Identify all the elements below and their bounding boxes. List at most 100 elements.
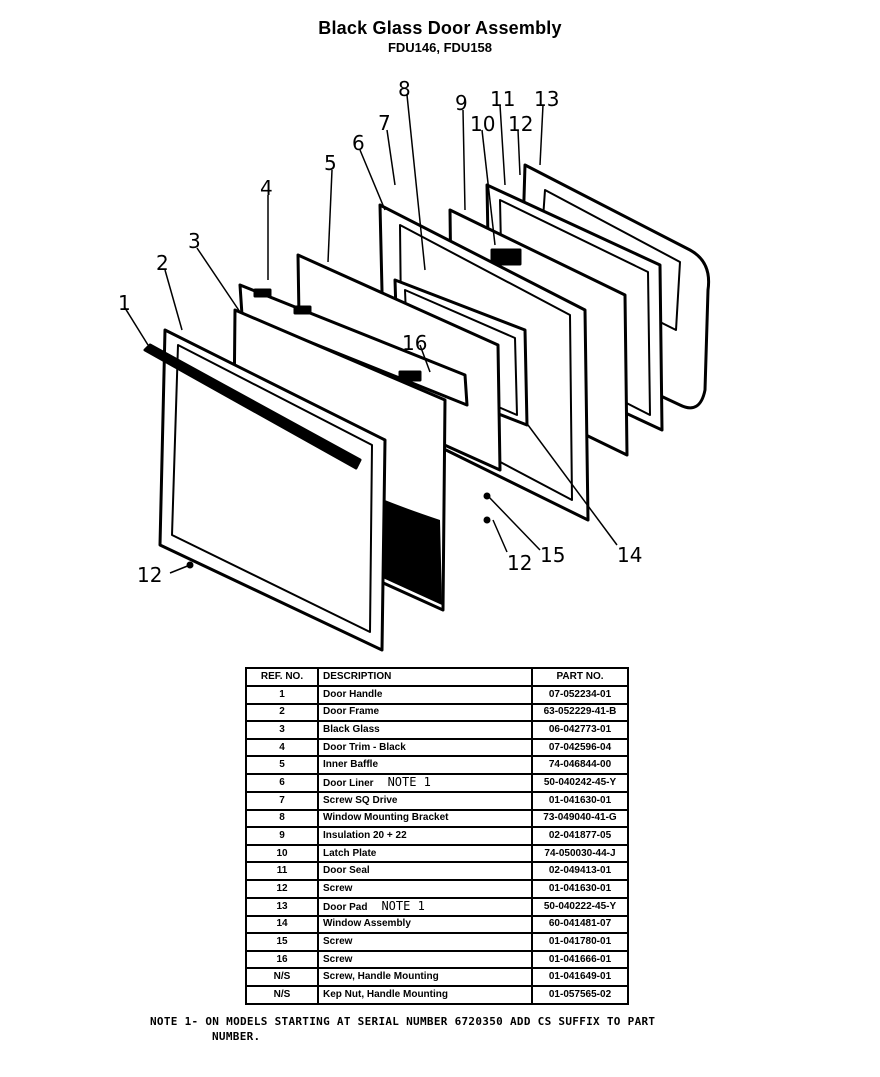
ref-no-cell: 7 [245,790,319,811]
ref-no-cell: 5 [245,755,319,775]
description-cell: Latch Plate [317,843,533,864]
footnote-line2: NUMBER. [212,1030,261,1043]
table-row: 16 Screw 01-041666-01 [245,949,629,970]
description-cell: Screw SQ Drive [317,790,533,811]
part-number-cell: 02-049413-01 [531,861,629,881]
callout-label: 14 [617,543,642,567]
callout-label: 11 [490,87,515,111]
door-frame-part [158,328,387,652]
description-text: Door Frame [323,706,380,718]
leader-lines [124,94,618,574]
description-cell: Door Trim - Black [317,737,533,758]
description-text: Door Trim - Black [323,741,406,753]
description-text: Window Mounting Bracket [323,812,449,824]
part-number-cell: 07-042596-04 [531,737,629,758]
col-header-description: DESCRIPTION [317,667,533,687]
part-number-cell: 01-041666-01 [531,949,629,970]
description-cell: Screw, Handle Mounting [317,967,533,987]
callout-label: 15 [540,543,565,567]
table-row: 14 Window Assembly 60-041481-07 [245,914,629,935]
description-cell: Kep Nut, Handle Mounting [317,984,533,1005]
description-text: Door Handle [323,688,383,700]
part-number-cell: 01-041630-01 [531,878,629,899]
part-number-cell: 50-040242-45-Y [531,772,629,793]
ref-no-cell: N/S [245,984,319,1005]
part-number-cell: 73-049040-41-G [531,808,629,829]
col-header-part-no: PART NO. [531,667,629,687]
screw-markers [186,492,491,569]
part-number-cell: 74-046844-00 [531,755,629,775]
ref-no-cell: N/S [245,967,319,987]
page-title: Black Glass Door Assembly [318,18,562,38]
part-number-cell: 50-040222-45-Y [531,896,629,917]
part-number-cell: 01-041780-01 [531,932,629,952]
callout-label: 1 [118,291,131,315]
footnote: NOTE 1- ON MODELS STARTING AT SERIAL NUM… [150,1014,810,1044]
part-number-cell: 74-050030-44-J [531,843,629,864]
ref-no-cell: 3 [245,720,319,740]
description-text: Kep Nut, Handle Mounting [323,988,448,1000]
part-number-cell: 02-041877-05 [531,826,629,846]
table-row: 6 Door Liner NOTE 1 50-040242-45-Y [245,772,629,793]
ref-no-cell: 1 [245,685,319,705]
callout-label: 5 [324,151,337,175]
door-trim-part [238,283,469,407]
ref-no-cell: 16 [245,949,319,970]
ref-no-cell: 6 [245,772,319,793]
ref-no-cell: 4 [245,737,319,758]
ref-no-cell: 8 [245,808,319,829]
table-row: 3 Black Glass 06-042773-01 [245,720,629,740]
part-number-cell: 60-041481-07 [531,914,629,935]
note-reference: NOTE 1 [381,898,425,913]
callout-label: 13 [534,87,559,111]
part-number-cell: 01-057565-02 [531,984,629,1005]
table-row: 4 Door Trim - Black 07-042596-04 [245,737,629,758]
callout-label: 3 [188,229,201,253]
table-row: 9 Insulation 20 + 22 02-041877-05 [245,826,629,846]
ref-no-cell: 9 [245,826,319,846]
callout-label: 12 [507,551,532,575]
callout-labels: 1 2 3 4 5 6 7 8 9 10 11 12 13 16 12 15 1… [118,77,642,587]
description-text: Door Liner [323,777,374,789]
description-text: Screw [323,935,353,947]
description-text: Screw [323,953,353,965]
description-text: Latch Plate [323,847,377,859]
ref-no-cell: 15 [245,932,319,952]
table-row: 8 Window Mounting Bracket 73-049040-41-G [245,808,629,829]
description-cell: Door Frame [317,702,533,723]
description-text: Screw [323,882,353,894]
ref-no-cell: 13 [245,896,319,917]
description-cell: Door Seal [317,861,533,881]
ref-no-cell: 10 [245,843,319,864]
description-cell: Door Liner NOTE 1 [317,772,533,793]
callout-label: 10 [470,112,495,136]
callout-label: 8 [398,77,411,101]
ref-no-cell: 11 [245,861,319,881]
description-cell: Black Glass [317,720,533,740]
model-numbers: FDU146, FDU158 [387,40,493,55]
description-cell: Window Mounting Bracket [317,808,533,829]
description-cell: Screw [317,932,533,952]
ref-no-cell: 2 [245,702,319,723]
description-text: Window Assembly [323,918,411,930]
note-reference: NOTE 1 [387,774,431,789]
callout-label: 4 [260,176,273,200]
description-text: Inner Baffle [323,759,379,771]
table-row: 10 Latch Plate 74-050030-44-J [245,843,629,864]
description-text: Screw, Handle Mounting [323,971,439,983]
part-number-cell: 06-042773-01 [531,720,629,740]
ref-no-cell: 14 [245,914,319,935]
table-row: 15 Screw 01-041780-01 [245,932,629,952]
description-text: Insulation 20 + 22 [323,829,407,841]
description-cell: Screw [317,878,533,899]
callout-label: 6 [352,131,365,155]
ref-no-cell: 12 [245,878,319,899]
description-text: Black Glass [323,723,380,735]
callout-label: 2 [156,251,169,275]
description-cell: Door Handle [317,685,533,705]
